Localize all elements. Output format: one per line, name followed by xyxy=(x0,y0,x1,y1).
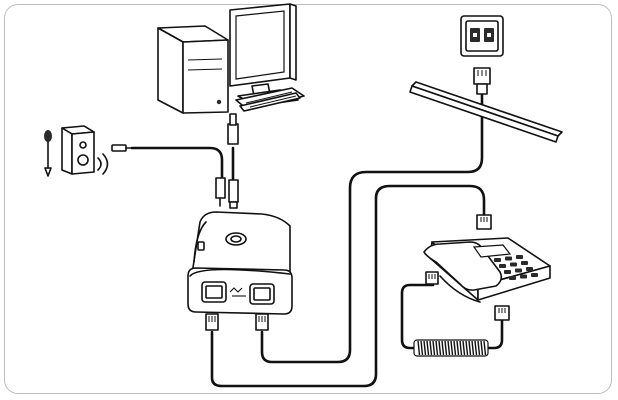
keypad-key xyxy=(526,267,533,271)
handset-cable-left xyxy=(400,283,435,350)
keypad-key xyxy=(510,262,517,267)
telephone-icon xyxy=(423,214,551,321)
phone-cable xyxy=(210,184,486,388)
coiled-cord xyxy=(413,339,489,357)
diagram-frame xyxy=(4,4,612,394)
keypad-key xyxy=(499,264,506,268)
wall-socket-icon xyxy=(460,15,504,95)
usb-plug xyxy=(228,179,239,203)
keypad-key xyxy=(505,256,512,261)
keypad-key xyxy=(521,261,528,265)
keypad-key xyxy=(516,255,523,259)
keypad-key xyxy=(515,268,522,273)
keypad-key xyxy=(509,276,516,280)
computer-icon xyxy=(157,3,305,209)
cables xyxy=(130,93,504,388)
keypad-key xyxy=(520,274,527,279)
handset-cable-right xyxy=(484,318,504,350)
keypad-key xyxy=(504,270,511,274)
phone-line-icon xyxy=(409,81,563,143)
line-cable xyxy=(260,93,484,364)
speaker-icon xyxy=(61,125,226,207)
audio-jack xyxy=(215,177,226,199)
keypad-key xyxy=(531,273,538,277)
adapter-icon xyxy=(187,211,293,331)
microphone-icon xyxy=(44,130,52,177)
keypad-key xyxy=(494,258,501,262)
audio-cable xyxy=(130,146,224,182)
